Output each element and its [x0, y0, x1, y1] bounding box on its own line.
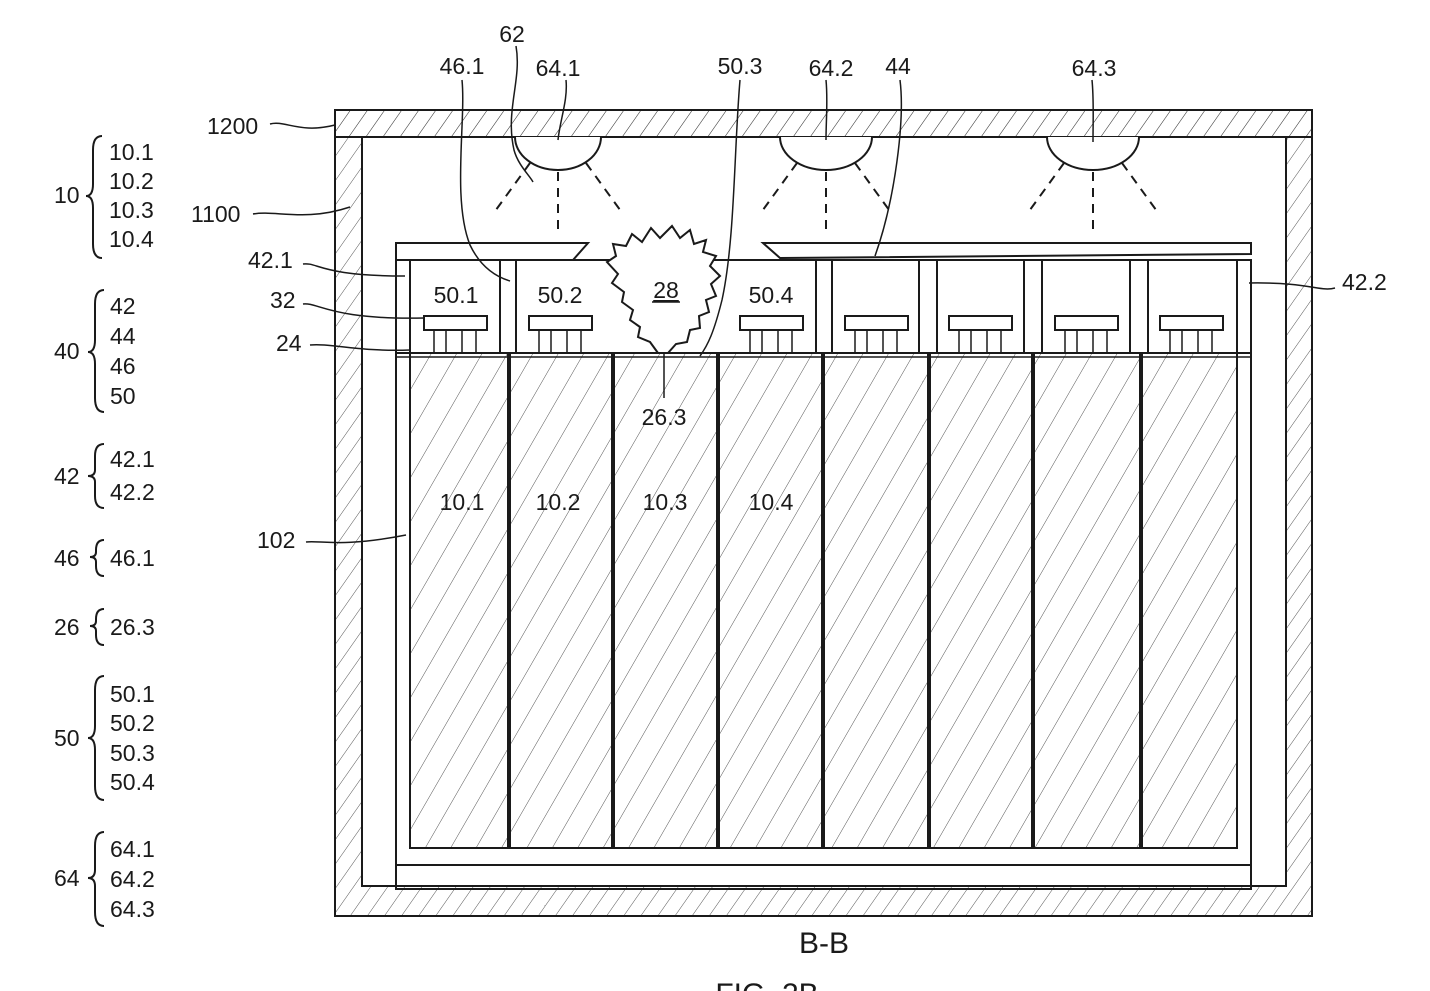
legend: 10 10.1 10.2 10.3 10.4 40 42 44 46 50 42… — [54, 136, 155, 926]
legend-item: 42 — [110, 293, 136, 319]
cell-label: 10.2 — [536, 489, 581, 515]
legend-group-26: 26 26.3 — [54, 609, 155, 645]
legend-key: 42 — [54, 463, 80, 489]
lamp-64-3 — [1027, 137, 1159, 232]
legend-item: 50.4 — [110, 769, 155, 795]
sensor-board — [529, 316, 592, 353]
cover-plate-44 — [763, 243, 1251, 258]
legend-item: 50.2 — [110, 710, 155, 736]
label-44: 44 — [885, 53, 911, 79]
lamp-64-1 — [493, 137, 623, 232]
cell-label: 10.3 — [643, 489, 688, 515]
label-32: 32 — [270, 287, 296, 313]
legend-item: 50 — [110, 383, 136, 409]
legend-item: 50.3 — [110, 740, 155, 766]
legend-item: 26.3 — [110, 614, 155, 640]
module-labels: 50.1 50.2 50.4 — [434, 282, 794, 308]
label-42-1: 42.1 — [248, 247, 293, 273]
label-102: 102 — [257, 527, 295, 553]
sensor-board — [845, 316, 908, 353]
label-46-1: 46.1 — [440, 53, 485, 79]
sensor-boards-32 — [424, 316, 1223, 353]
legend-item: 64.1 — [110, 836, 155, 862]
section-caption: B-B — [799, 927, 849, 960]
label-62: 62 — [499, 21, 525, 47]
sensor-board — [740, 316, 803, 353]
module-label: 50.1 — [434, 282, 479, 308]
label-24: 24 — [276, 330, 302, 356]
legend-item: 44 — [110, 323, 136, 349]
legend-group-50: 50 50.1 50.2 50.3 50.4 — [54, 676, 155, 800]
label-50-3: 50.3 — [718, 53, 763, 79]
cell-label: 10.4 — [749, 489, 794, 515]
legend-key: 40 — [54, 338, 80, 364]
legend-key: 10 — [54, 182, 80, 208]
label-64-2: 64.2 — [809, 55, 854, 81]
legend-item: 46 — [110, 353, 136, 379]
legend-key: 50 — [54, 725, 80, 751]
module-layer-40 — [396, 260, 1251, 357]
legend-item: 10.1 — [109, 139, 154, 165]
label-1200: 1200 — [207, 113, 258, 139]
label-28: 28 — [653, 277, 679, 303]
legend-key: 64 — [54, 865, 80, 891]
legend-group-64: 64 64.1 64.2 64.3 — [54, 832, 155, 926]
sensor-board — [424, 316, 487, 353]
sensor-board — [1160, 316, 1223, 353]
label-42-2: 42.2 — [1342, 269, 1387, 295]
legend-item: 10.3 — [109, 197, 154, 223]
legend-item: 10.2 — [109, 168, 154, 194]
module-label: 50.4 — [749, 282, 794, 308]
legend-item: 42.2 — [110, 479, 155, 505]
legend-key: 46 — [54, 545, 80, 571]
legend-key: 26 — [54, 614, 80, 640]
sensor-board — [949, 316, 1012, 353]
legend-item: 50.1 — [110, 681, 155, 707]
label-64-3: 64.3 — [1072, 55, 1117, 81]
legend-item: 10.4 — [109, 226, 154, 252]
legend-group-10: 10 10.1 10.2 10.3 10.4 — [54, 136, 154, 258]
legend-group-42: 42 42.1 42.2 — [54, 444, 155, 508]
legend-group-46: 46 46.1 — [54, 540, 155, 576]
label-1100: 1100 — [191, 201, 240, 227]
legend-item: 64.2 — [110, 866, 155, 892]
label-64-1: 64.1 — [536, 55, 581, 81]
legend-item: 42.1 — [110, 446, 155, 472]
cell-label: 10.1 — [440, 489, 485, 515]
legend-group-40: 40 42 44 46 50 — [54, 290, 136, 412]
sensor-board — [1055, 316, 1118, 353]
legend-item: 46.1 — [110, 545, 155, 571]
legend-item: 64.3 — [110, 896, 155, 922]
cover-plate-left — [396, 243, 588, 260]
cell-stack — [410, 353, 1237, 848]
label-26-3: 26.3 — [642, 404, 687, 430]
module-label: 50.2 — [538, 282, 583, 308]
lamp-64-2 — [760, 137, 892, 232]
figure-caption: FIG. 2B — [715, 978, 818, 991]
lid-1200 — [335, 110, 1312, 137]
